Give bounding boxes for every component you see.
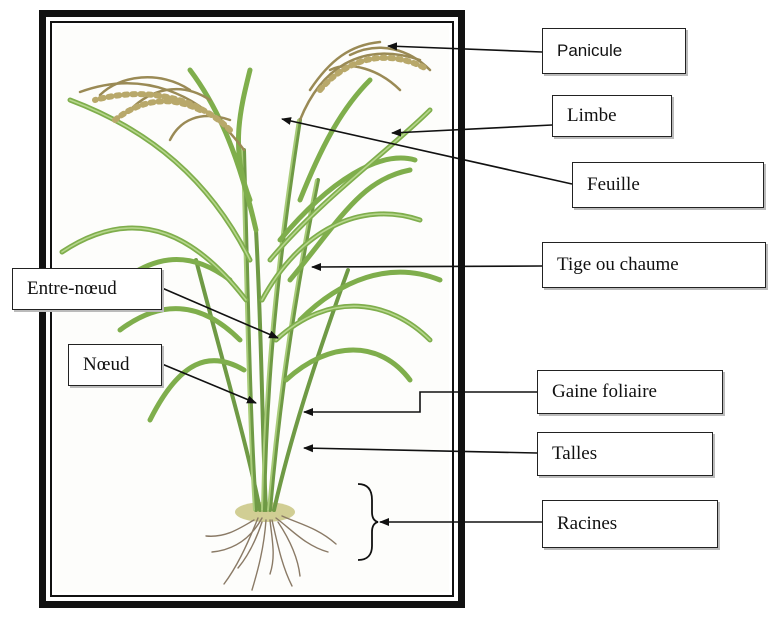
- label-entre-noeud: Entre-nœud: [12, 268, 162, 310]
- label-limbe: Limbe: [552, 95, 672, 137]
- label-tige: Tige ou chaume: [542, 242, 766, 288]
- label-talles: Talles: [537, 432, 713, 476]
- leader-tige: [312, 266, 542, 267]
- label-panicule: Panicule: [542, 28, 686, 74]
- label-gaine-foliaire: Gaine foliaire: [537, 370, 723, 414]
- label-racines: Racines: [542, 500, 718, 548]
- label-noeud: Nœud: [68, 344, 162, 386]
- label-feuille: Feuille: [572, 162, 764, 208]
